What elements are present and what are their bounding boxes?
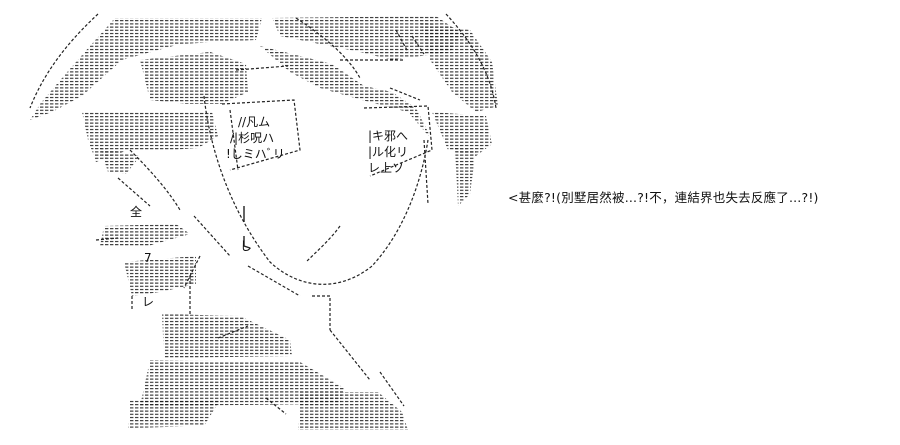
eye-glyph-left-2: /|杉呪ハ [230,131,274,145]
outline-strokes [29,13,497,415]
eye-glyphs-left: //凡ム /|杉呪ハ !しミハﾞリ [226,115,285,161]
scattered-glyphs: 全 7 し レ [130,204,252,309]
eye-outlines [221,99,433,177]
eye-glyph-right-1: |キ邪へ [368,129,408,143]
eye-glyph-right-2: |ル化リ [368,145,408,159]
speech-text: <甚麼?!(別墅居然被...?!不，連結界也失去反應了...?!) [508,190,819,205]
glyph-mark-3: し [240,239,252,253]
collar-mass [100,224,408,430]
glyph-mark-4: レ [142,295,154,309]
eye-glyph-right-3: レ上ソ [368,161,404,175]
face-marks [243,206,251,249]
eye-glyph-left-3: !しミハﾞリ [226,147,285,161]
glyph-mark-1: 全 [130,204,142,219]
glyph-mark-2: 7 [144,251,152,265]
eye-glyphs-right: |キ邪へ |ル化リ レ上ソ [368,129,408,175]
eye-glyph-left-1: //凡ム [238,115,270,129]
hair-mass [30,16,498,206]
